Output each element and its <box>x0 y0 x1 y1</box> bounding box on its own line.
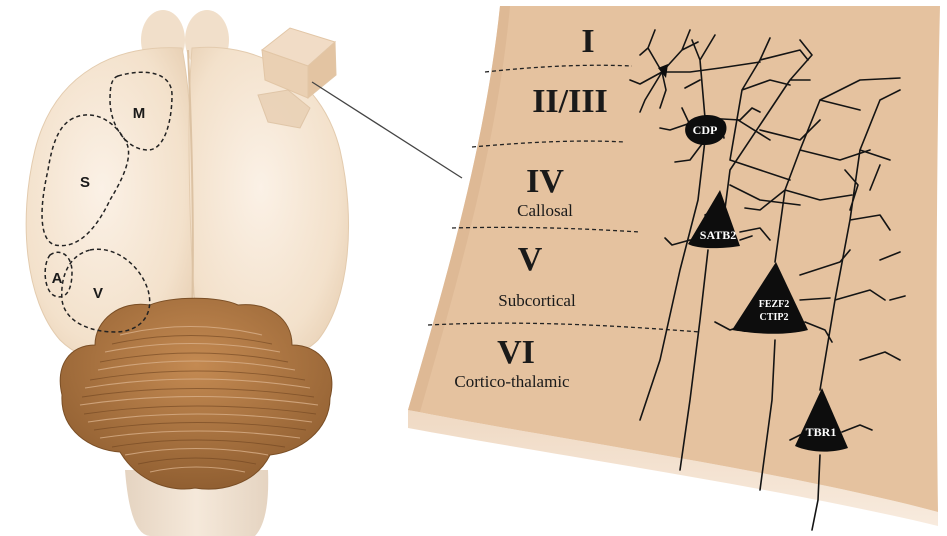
brain-illustration: M S A V <box>26 10 348 536</box>
layer-iv-subtitle: Callosal <box>517 201 573 220</box>
region-m-label: M <box>133 105 146 122</box>
layer-vi-label: VI <box>497 334 535 371</box>
layer-i-label: I <box>581 23 594 60</box>
region-s-label: S <box>80 174 90 191</box>
region-a-label: A <box>52 270 63 287</box>
layer-iv-label: IV <box>526 163 564 200</box>
layer-v-label: V <box>518 241 543 278</box>
neuron-cdp-label: CDP <box>693 123 718 137</box>
cortex-slab: I II/III IV Callosal V Subcortical VI Co… <box>408 6 940 530</box>
layer-v-subtitle: Subcortical <box>498 291 576 310</box>
neuron-fezf2-label: FEZF2 <box>759 299 790 310</box>
layer-ii-iii-label: II/III <box>532 83 608 120</box>
layer-vi-subtitle: Cortico-thalamic <box>454 372 570 391</box>
neuron-ctip2-label: CTIP2 <box>760 312 789 323</box>
region-v-label: V <box>93 285 103 302</box>
neuron-satb2-label: SATB2 <box>700 228 736 242</box>
neuron-tbr1-label: TBR1 <box>806 425 837 439</box>
